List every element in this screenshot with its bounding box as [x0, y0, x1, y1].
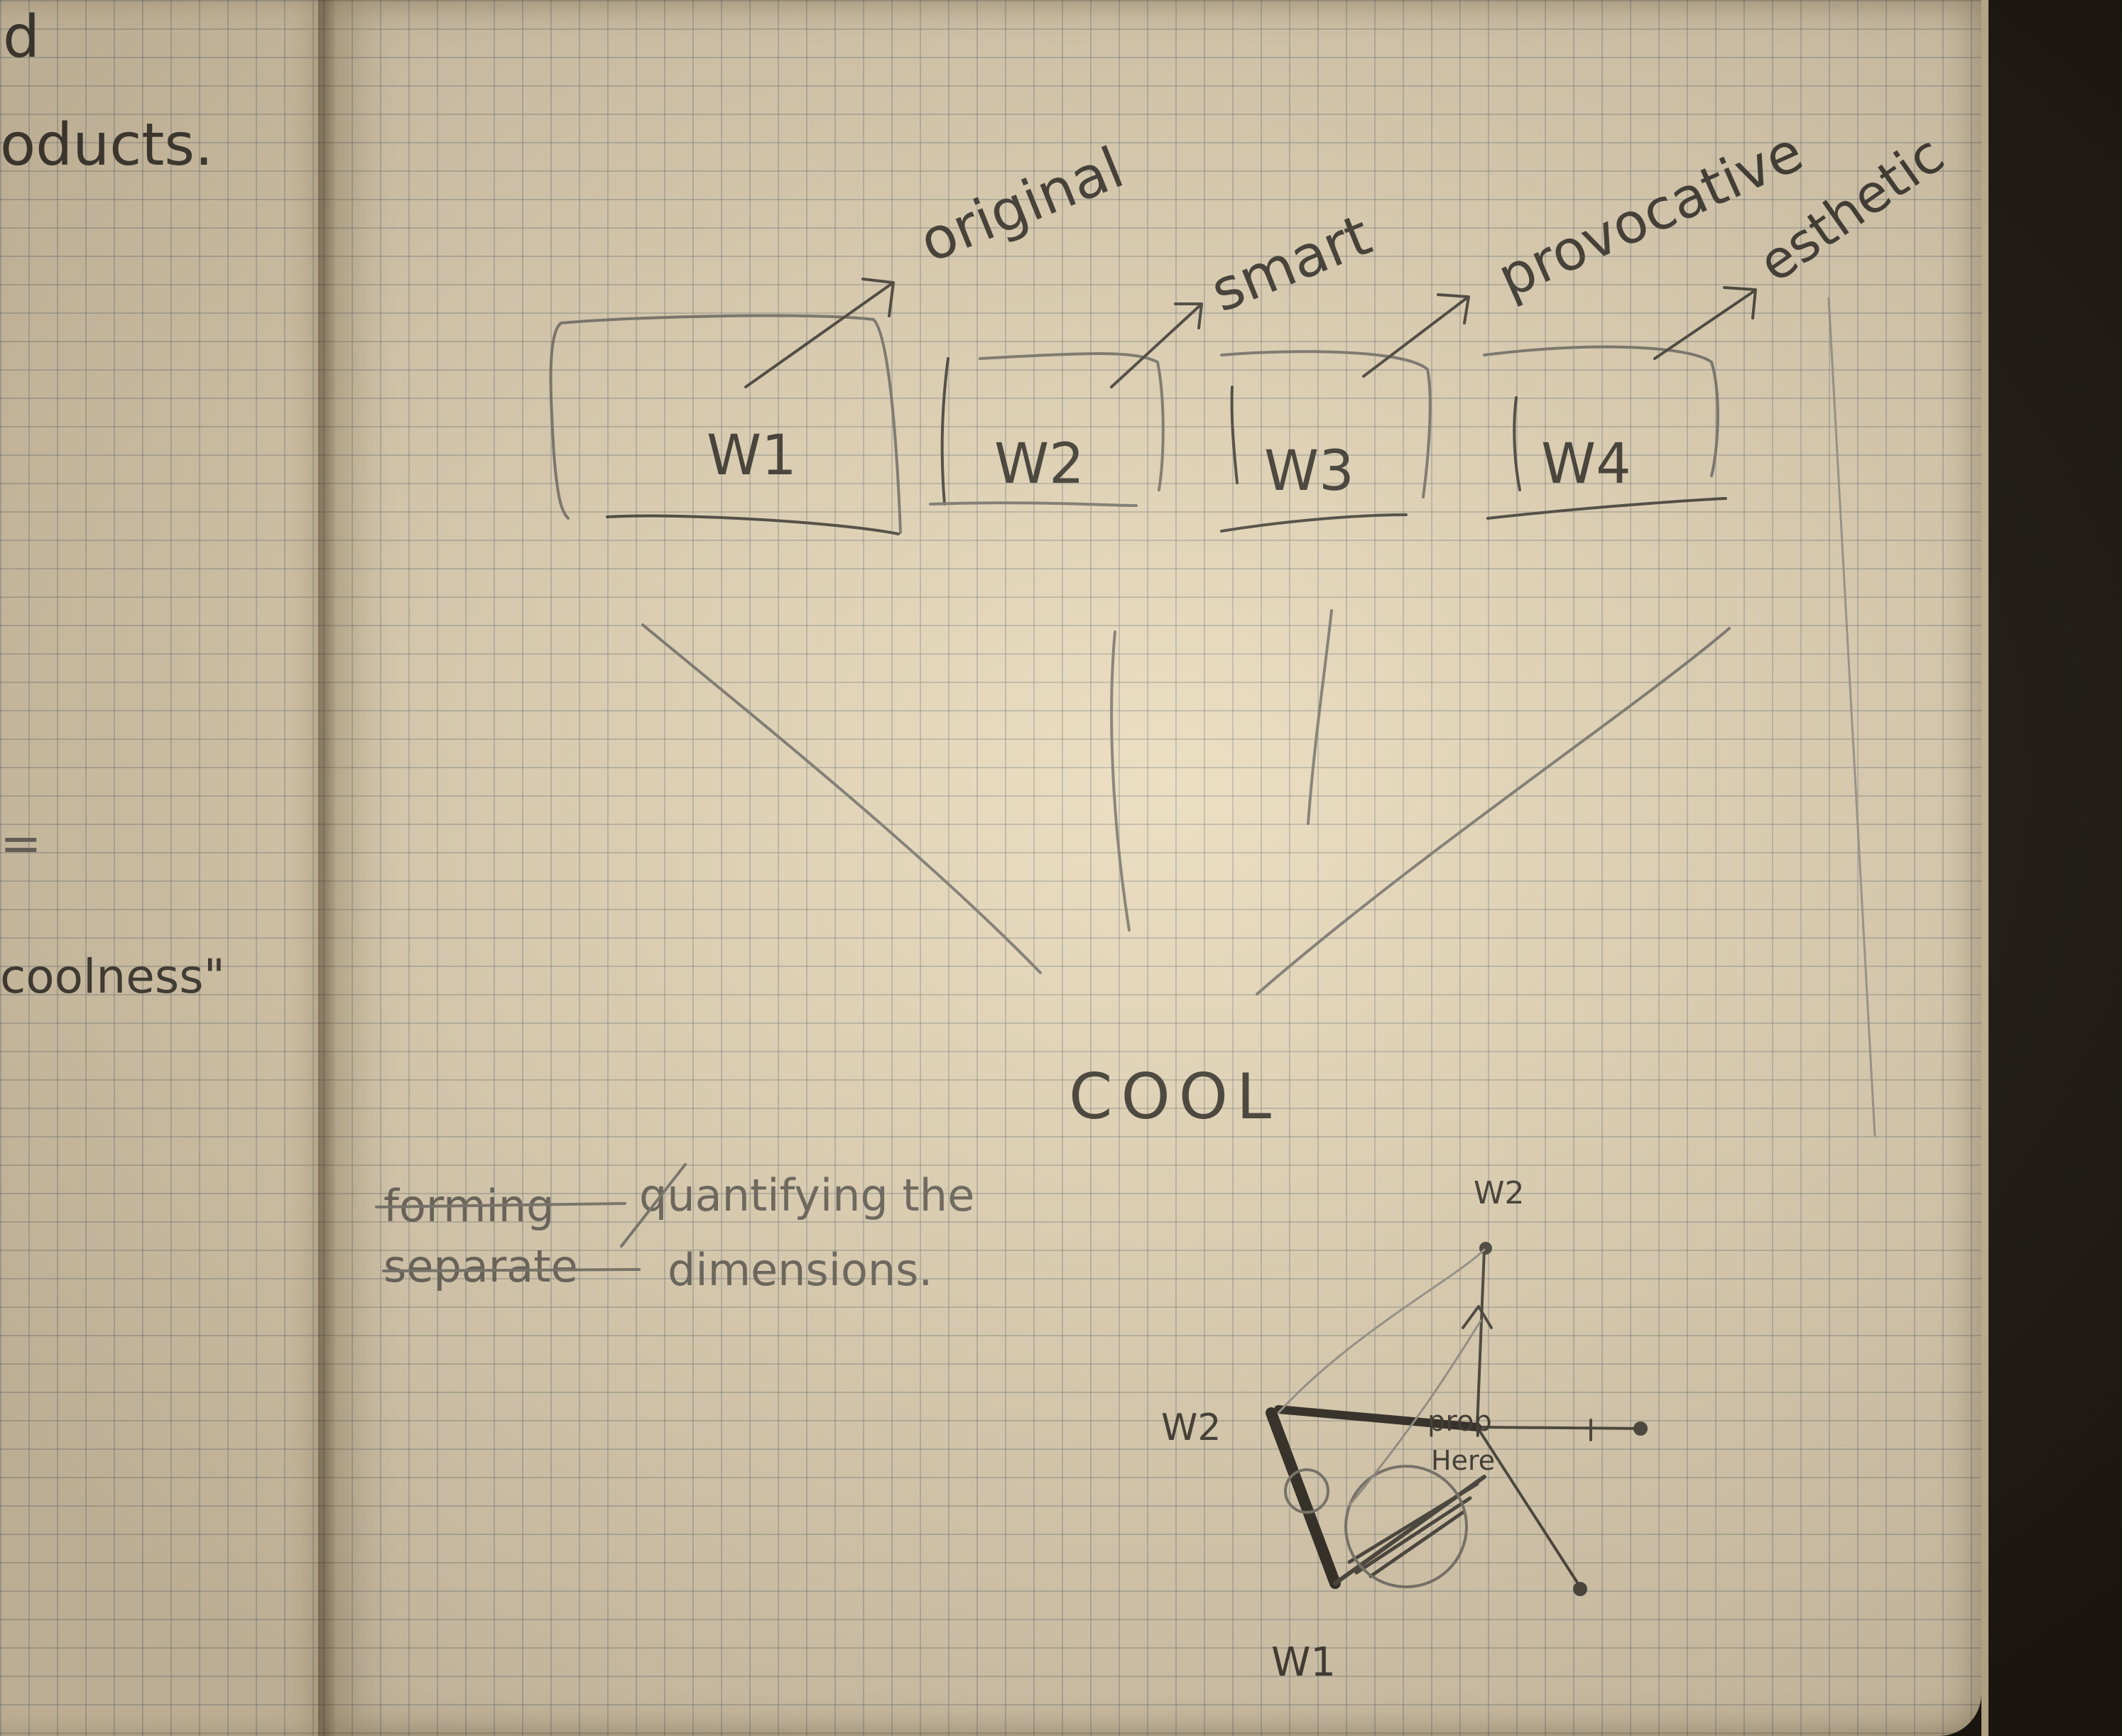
arrow-w1-head [861, 278, 895, 317]
left-fragment-4: coolness" [0, 949, 225, 1004]
note-line-2: dimensions. [668, 1244, 932, 1296]
word-box-w1 [549, 314, 902, 535]
note-line-1: quantifying the [639, 1169, 974, 1221]
arrow-w4-head [1723, 286, 1757, 320]
arrow-w1 [744, 283, 893, 388]
arrow-w3-head [1437, 293, 1470, 324]
arrow-w3 [1362, 297, 1468, 378]
left-fragment-3: = [0, 814, 42, 873]
page-edge [1981, 0, 1988, 1736]
right-notebook-page [323, 0, 1981, 1736]
note-struck-word-2: separate [383, 1240, 578, 1292]
word-label-smart: smart [1202, 202, 1380, 324]
point-label: prop [1427, 1405, 1492, 1438]
margin-stroke [1827, 297, 1876, 1137]
point-label-2: Here [1431, 1445, 1495, 1476]
word-box-w4 [1483, 345, 1727, 520]
axes-sketch [1266, 1242, 1648, 1596]
word-box-w2-label: W2 [994, 432, 1084, 496]
left-fragment-1: d [3, 4, 40, 71]
word-label-original: original [910, 134, 1132, 275]
notebook-gutter [318, 0, 335, 1736]
result-cool: COOL [1069, 1060, 1280, 1133]
word-box-w3-label: W3 [1264, 440, 1354, 503]
word-box-w1-label: W1 [707, 424, 797, 488]
word-label-provocative: provocative [1489, 120, 1812, 311]
axis-label-top: W2 [1474, 1175, 1525, 1211]
converging-lines [641, 609, 1731, 995]
axis-label-left: W2 [1161, 1407, 1221, 1449]
arrow-w4 [1653, 290, 1756, 360]
word-box-w3 [1220, 350, 1432, 533]
word-box-w2 [929, 352, 1165, 507]
strike-through-2 [382, 1268, 641, 1272]
left-notebook-page [0, 0, 334, 1736]
arrow-w2-head [1174, 302, 1203, 329]
slash-divider [620, 1163, 687, 1248]
arrow-w2 [1110, 304, 1202, 388]
strike-through-1 [375, 1202, 626, 1208]
word-box-w4-label: W4 [1541, 432, 1631, 496]
left-fragment-2: oducts. [0, 111, 213, 179]
axis-label-bottom: W1 [1271, 1639, 1336, 1686]
